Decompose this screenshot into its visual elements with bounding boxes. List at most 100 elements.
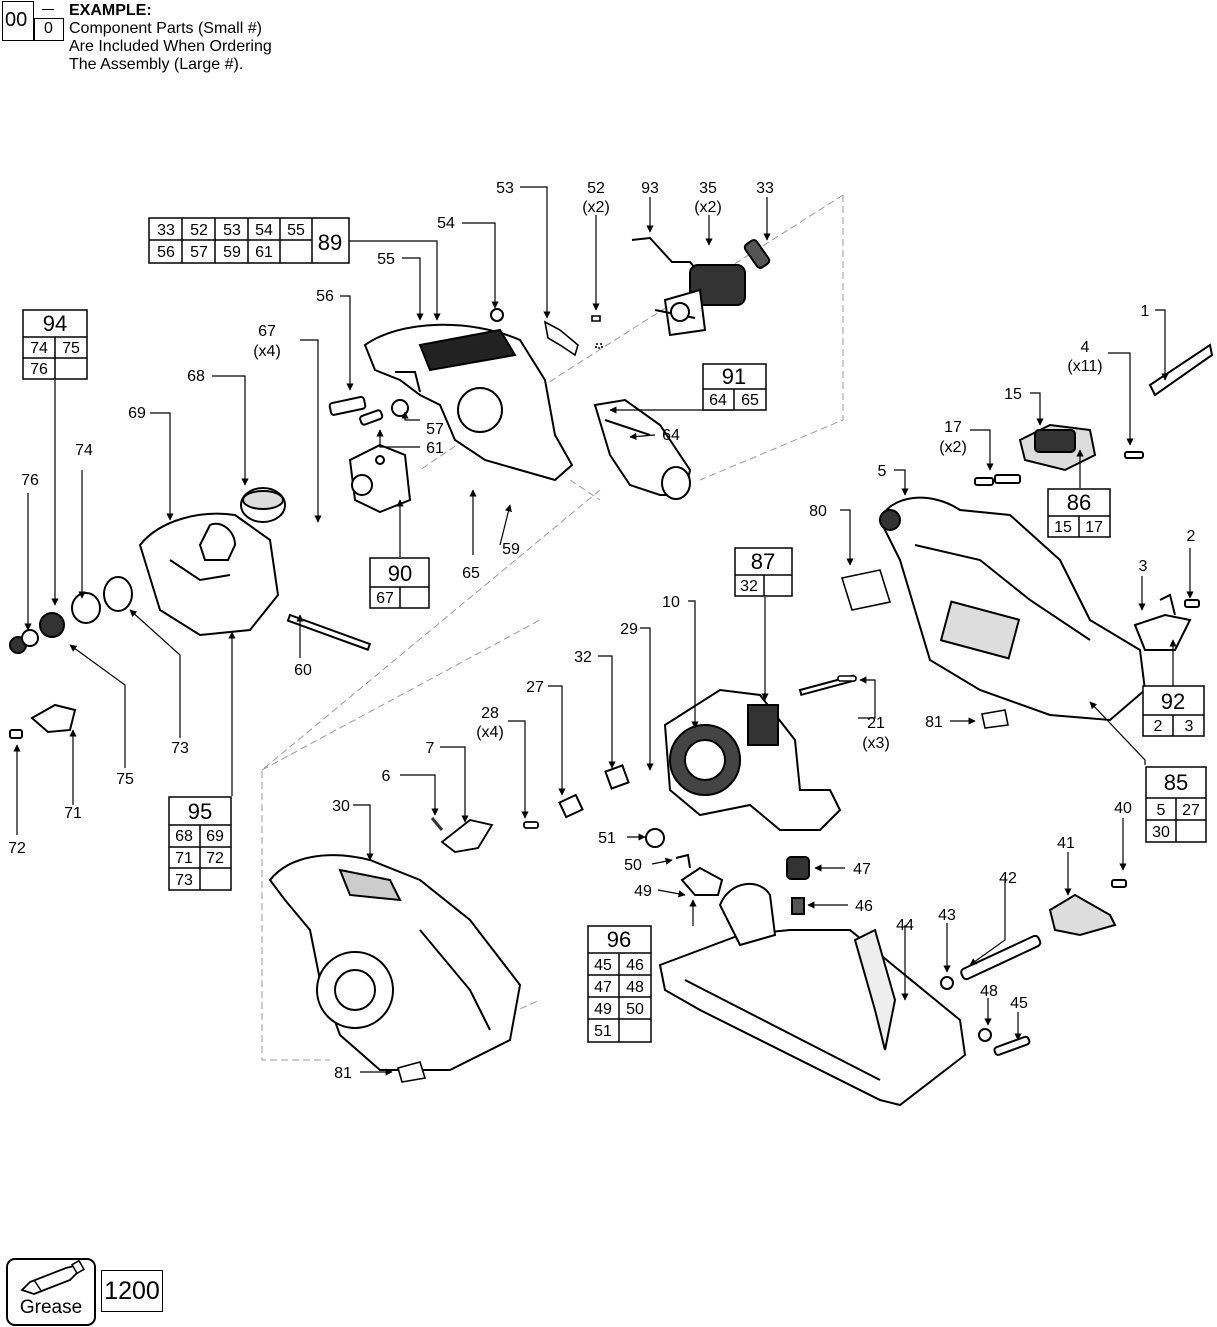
callout-56: 56	[316, 288, 334, 305]
assembly-95-part-5: 73	[175, 872, 193, 889]
assembly-91-part-1: 64	[709, 392, 727, 409]
callout-57: 57	[426, 421, 444, 438]
assembly-94-part-1: 74	[30, 340, 48, 357]
callout-1: 1	[1141, 303, 1150, 320]
assembly-89-number: 89	[318, 230, 342, 255]
upper-guard-drawing	[363, 308, 574, 482]
assembly-91-part-2: 65	[741, 392, 759, 409]
callout-55: 55	[377, 251, 395, 268]
assembly-96-part-5: 49	[594, 1001, 612, 1018]
assembly-96-part-4: 48	[626, 979, 644, 996]
bevel-lever-drawing	[940, 879, 1127, 1056]
assembly-96-part-3: 47	[594, 979, 612, 996]
callout-68: 68	[187, 368, 205, 385]
assembly-92-part-1: 2	[1154, 718, 1163, 735]
assembly-box-96: 96 45 46 47 48 49 50 51	[587, 925, 652, 1043]
callout-4-qty: (x11)	[1067, 358, 1102, 375]
callout-71: 71	[64, 805, 82, 822]
assembly-box-91: 91 64 65	[702, 363, 767, 411]
assembly-96-number: 96	[607, 927, 631, 952]
callout-2: 2	[1187, 528, 1196, 545]
callout-40: 40	[1114, 800, 1132, 817]
spindle-flange-drawing	[328, 395, 412, 514]
callout-43: 43	[938, 907, 956, 924]
callout-72: 72	[8, 840, 26, 857]
blade-hardware-drawing	[9, 576, 133, 739]
assembly-box-85: 85 5 27 30	[1145, 766, 1207, 843]
grease-label: Grease	[19, 1297, 83, 1318]
assembly-95-part-1: 68	[175, 828, 193, 845]
example-small-mark	[42, 9, 54, 10]
callout-3: 3	[1139, 558, 1148, 575]
callout-46: 46	[855, 898, 873, 915]
assembly-85-number: 85	[1164, 770, 1188, 795]
dust-port-drawing	[593, 398, 692, 500]
assembly-95-part-2: 69	[206, 828, 224, 845]
callout-32: 32	[574, 649, 592, 666]
example-component-box: 0	[34, 9, 64, 41]
assembly-94-number: 94	[43, 311, 67, 336]
callout-50: 50	[624, 857, 642, 874]
callout-47: 47	[853, 861, 871, 878]
assembly-85-part-2: 27	[1182, 802, 1200, 819]
assembly-89-part-4: 54	[255, 222, 273, 239]
callout-51: 51	[598, 830, 616, 847]
assembly-95-part-4: 72	[206, 850, 224, 867]
assembly-box-86: 86 15 17	[1047, 488, 1111, 538]
assembly-92-number: 92	[1161, 689, 1185, 714]
assembly-89-part-9: 61	[255, 244, 273, 261]
callout-4: 4	[1081, 339, 1090, 356]
callout-52-qty: (x2)	[582, 199, 610, 216]
callout-27: 27	[526, 679, 544, 696]
callout-41: 41	[1057, 835, 1075, 852]
callout-21-qty: (x3)	[862, 735, 890, 752]
callout-80: 80	[809, 503, 827, 520]
brush-holder-drawing	[430, 817, 539, 853]
grease-tube-icon	[20, 1260, 85, 1295]
assembly-89-part-1: 33	[157, 222, 175, 239]
shoe-base-drawing	[645, 828, 967, 1107]
callout-93: 93	[641, 180, 659, 197]
example-small-number: 0	[44, 20, 53, 37]
assembly-86-part-1: 15	[1054, 519, 1072, 536]
assembly-95-number: 95	[188, 799, 212, 824]
field-assembly-drawing	[558, 674, 856, 831]
callout-60: 60	[294, 662, 312, 679]
callout-10: 10	[662, 594, 680, 611]
assembly-87-part-1: 32	[740, 578, 758, 595]
callout-74: 74	[75, 442, 93, 459]
assembly-89-part-2: 52	[190, 222, 208, 239]
callout-30: 30	[332, 798, 350, 815]
grease-legend: Grease	[6, 1258, 96, 1326]
bracket-53-drawing	[543, 315, 603, 357]
callout-17-qty: (x2)	[939, 439, 967, 456]
leader-lines	[13, 186, 1194, 1076]
callout-73: 73	[171, 740, 189, 757]
assembly-box-90: 90 67	[369, 557, 430, 609]
callout-65: 65	[462, 565, 480, 582]
assembly-96-part-2: 46	[626, 957, 644, 974]
callout-45: 45	[1010, 995, 1028, 1012]
assembly-box-87: 87 32	[734, 547, 793, 597]
assembly-89-part-6: 56	[157, 244, 175, 261]
handle-housing-drawing	[878, 496, 1147, 722]
assembly-91-number: 91	[722, 364, 746, 389]
assembly-90-number: 90	[388, 561, 412, 586]
callout-59: 59	[502, 541, 520, 558]
callout-64: 64	[662, 427, 680, 444]
callout-28-qty: (x4)	[476, 724, 504, 741]
callout-53: 53	[496, 180, 514, 197]
example-assembly-box: 00	[2, 1, 34, 41]
assembly-connectors	[51, 240, 1177, 926]
callout-5: 5	[878, 463, 887, 480]
callout-35-qty: (x2)	[694, 199, 722, 216]
callout-17: 17	[944, 419, 962, 436]
callout-69: 69	[128, 405, 146, 422]
callout-28: 28	[481, 705, 499, 722]
example-line-1: Component Parts (Small #)	[69, 20, 262, 37]
motor-assembly-drawing	[631, 236, 771, 337]
callout-67-qty: (x4)	[253, 343, 281, 360]
assembly-89-part-7: 57	[190, 244, 208, 261]
callout-48: 48	[980, 983, 998, 1000]
